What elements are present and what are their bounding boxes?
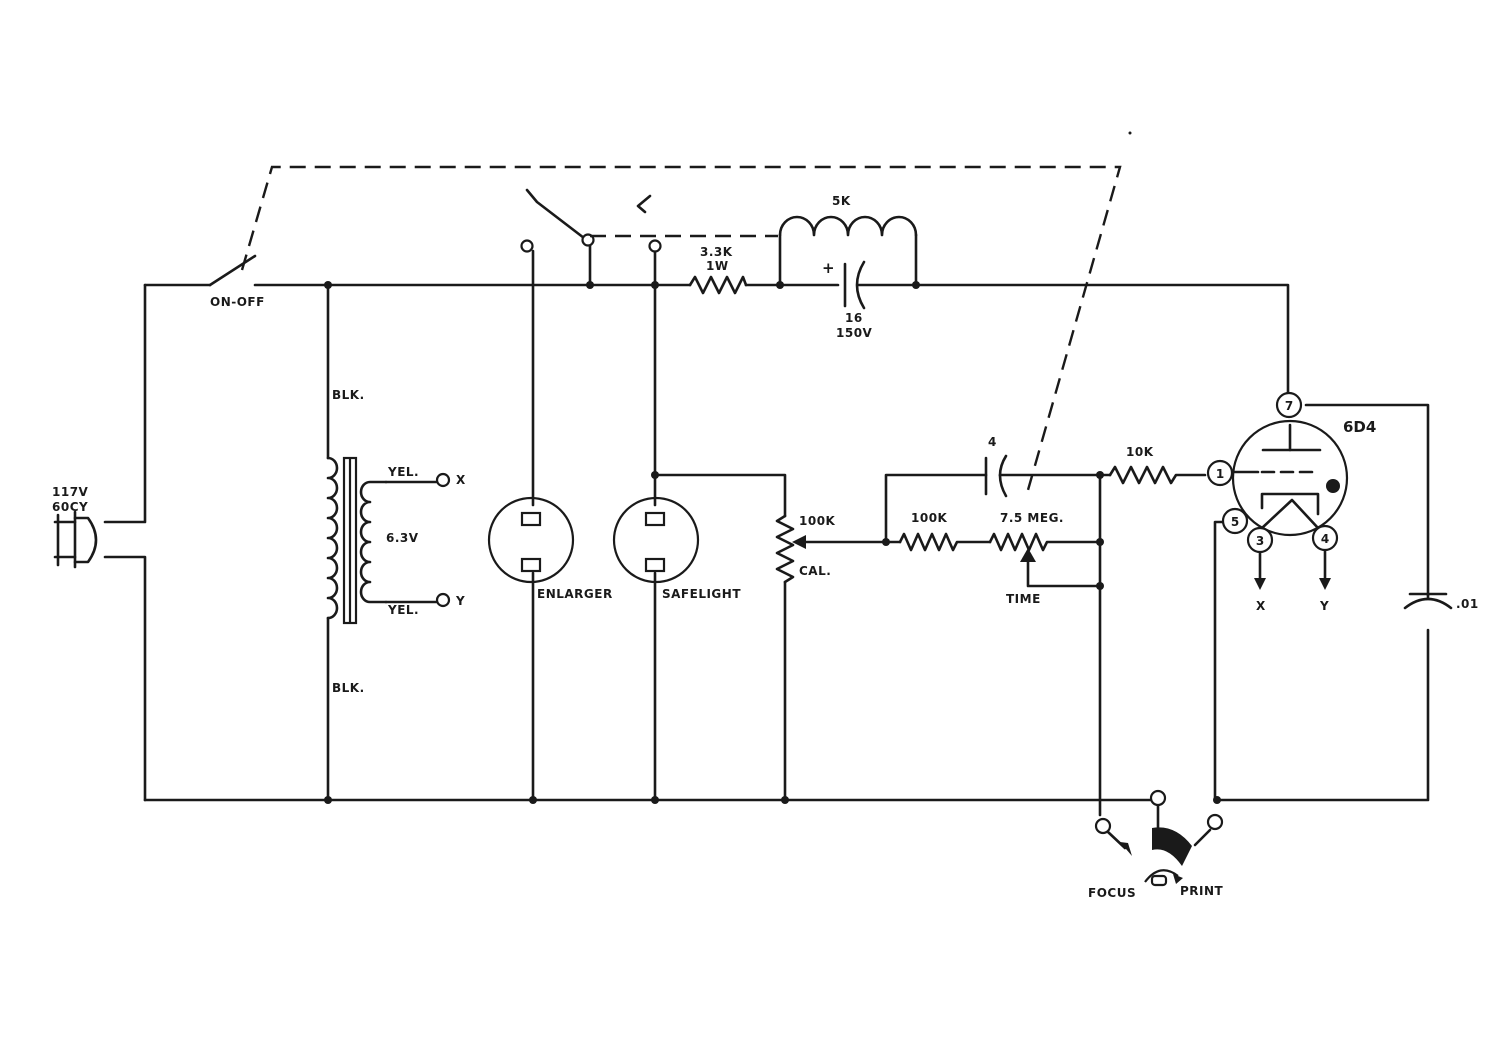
labels: 117V 60CY ON-OFF BLK. BLK. YEL. YEL. 6.3…	[52, 194, 1479, 900]
enlarger-label: ENLARGER	[537, 587, 613, 601]
capacitor-voltage-label: 150V	[836, 326, 873, 340]
tube-pin-5-label: 5	[1231, 515, 1239, 529]
focus-print-switch	[1094, 789, 1224, 887]
coil-label: 5K	[832, 194, 851, 208]
capacitor-01	[1403, 592, 1453, 610]
resistor-10k-label: 10K	[1126, 445, 1154, 459]
blk-bottom-label: BLK.	[332, 681, 365, 695]
power-plug	[53, 510, 98, 569]
tube-pin-7-label: 7	[1285, 399, 1293, 413]
blk-top-label: BLK.	[332, 388, 365, 402]
power-label-voltage: 117V	[52, 485, 89, 499]
switch-label: ON-OFF	[210, 295, 265, 309]
terminal-x-label: X	[456, 473, 466, 487]
power-label-frequency: 60CY	[52, 500, 88, 514]
timing-network	[884, 454, 1207, 817]
pot-value-label: 100K	[799, 514, 836, 528]
enlarger-circuit	[487, 188, 595, 802]
tube-type-label: 6D4	[1343, 418, 1376, 436]
pot-100k-cal	[775, 514, 888, 802]
terminal-y-label: Y	[455, 594, 465, 608]
resistor-7-5meg-label: 7.5 MEG.	[1000, 511, 1064, 525]
tube-pin-4-label: 4	[1321, 532, 1329, 546]
mechanical-linkage	[240, 165, 1122, 491]
tube-pin-1-label: 1	[1216, 467, 1224, 481]
capacitor-16uf	[843, 260, 866, 310]
focus-label: FOCUS	[1088, 886, 1136, 900]
coil-5k	[778, 215, 918, 287]
resistor-100k-label: 100K	[911, 511, 948, 525]
capacitor-polarity-label: +	[822, 259, 835, 277]
capacitor-4-label: 4	[988, 435, 997, 449]
junction-dots	[324, 131, 1221, 804]
yel-top-label: YEL.	[387, 465, 419, 479]
time-label: TIME	[1006, 592, 1041, 606]
tube-pin-3-label: 3	[1256, 534, 1264, 548]
safelight-circuit	[612, 194, 787, 802]
capacitor-01-label: .01	[1456, 597, 1479, 611]
secondary-voltage-label: 6.3V	[386, 531, 419, 545]
pot-cal-label: CAL.	[799, 564, 831, 578]
capacitor-value-label: 16	[845, 311, 863, 325]
print-label: PRINT	[1180, 884, 1224, 898]
tube-6d4	[1206, 391, 1349, 802]
tube-y-label: Y	[1319, 599, 1329, 613]
resistor-wattage-label: 1W	[706, 259, 729, 273]
yel-bottom-label: YEL.	[387, 603, 419, 617]
tube-x-label: X	[1256, 599, 1266, 613]
safelight-label: SAFELIGHT	[662, 587, 741, 601]
bus-wires	[103, 283, 1430, 802]
on-off-switch	[208, 254, 257, 287]
resistor-value-label: 3.3K	[700, 245, 733, 259]
transformer	[326, 283, 451, 802]
resistor-3-3k	[688, 275, 748, 295]
